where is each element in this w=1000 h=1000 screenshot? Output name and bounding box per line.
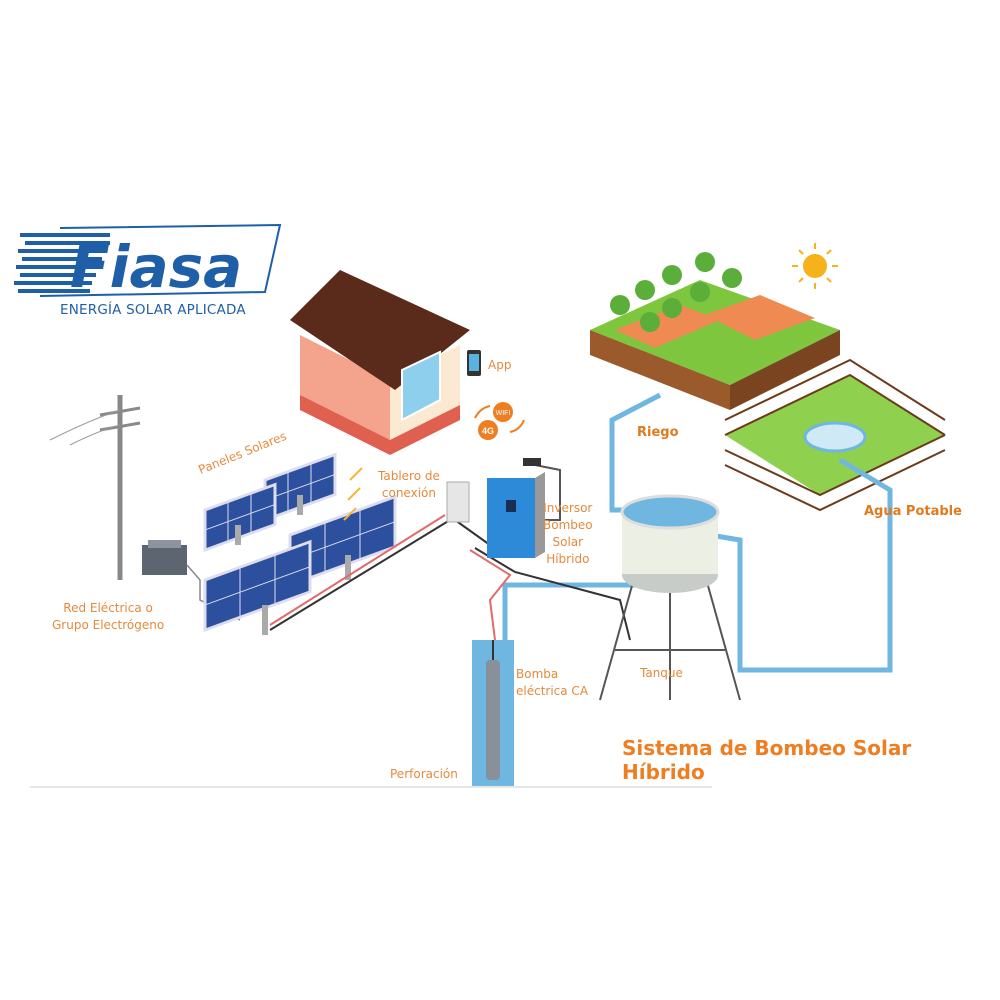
label-line: Bomba (516, 667, 559, 681)
water-tank (599, 494, 741, 701)
label-line: eléctrica CA (516, 684, 589, 698)
label-line: conexión (381, 486, 436, 500)
borehole (472, 640, 514, 786)
power-pole (49, 395, 141, 580)
label-app: App (488, 358, 512, 372)
label-line: Híbrido (546, 552, 590, 566)
diagram-title: Sistema de Bombeo Solar Híbrido (622, 736, 912, 784)
sunlight-arrows (343, 467, 363, 521)
svg-text:Fiasa: Fiasa (70, 233, 242, 301)
label-inversor: Inversor Bombeo Solar Híbrido (543, 500, 593, 568)
connection-box (446, 481, 470, 523)
4g-badge: 4G (482, 426, 494, 436)
label-line: Grupo Electrógeno (52, 618, 165, 632)
hybrid-inverter (487, 472, 545, 558)
fiasa-logo: Fiasa (14, 223, 282, 301)
wifi-badge: WIFI (496, 410, 511, 417)
label-tablero: Tablero de conexión (378, 468, 440, 502)
logo-tagline: ENERGÍA SOLAR APLICADA (60, 302, 246, 318)
router-icon (523, 458, 541, 466)
sun-icon (792, 243, 838, 289)
label-line: Tablero de (378, 469, 440, 483)
label-line: Red Eléctrica o (63, 601, 153, 615)
label-line: Solar (552, 535, 584, 549)
label-red-electrica: Red Eléctrica o Grupo Electrógeno (52, 600, 164, 634)
label-line: Inversor (543, 501, 593, 515)
label-tanque: Tanque (640, 666, 683, 680)
irrigation-field (590, 252, 840, 410)
connectivity-icons: WIFI 4G (474, 402, 525, 440)
label-agua-potable: Agua Potable (864, 504, 962, 519)
label-bomba: Bomba eléctrica CA (516, 666, 588, 700)
solar-panels (203, 452, 397, 635)
generator (142, 540, 187, 575)
label-riego: Riego (637, 425, 679, 440)
potable-water-area (724, 358, 946, 512)
label-perforacion: Perforación (390, 767, 458, 781)
cables (269, 464, 631, 641)
label-line: Bombeo (543, 518, 593, 532)
house (290, 270, 470, 455)
